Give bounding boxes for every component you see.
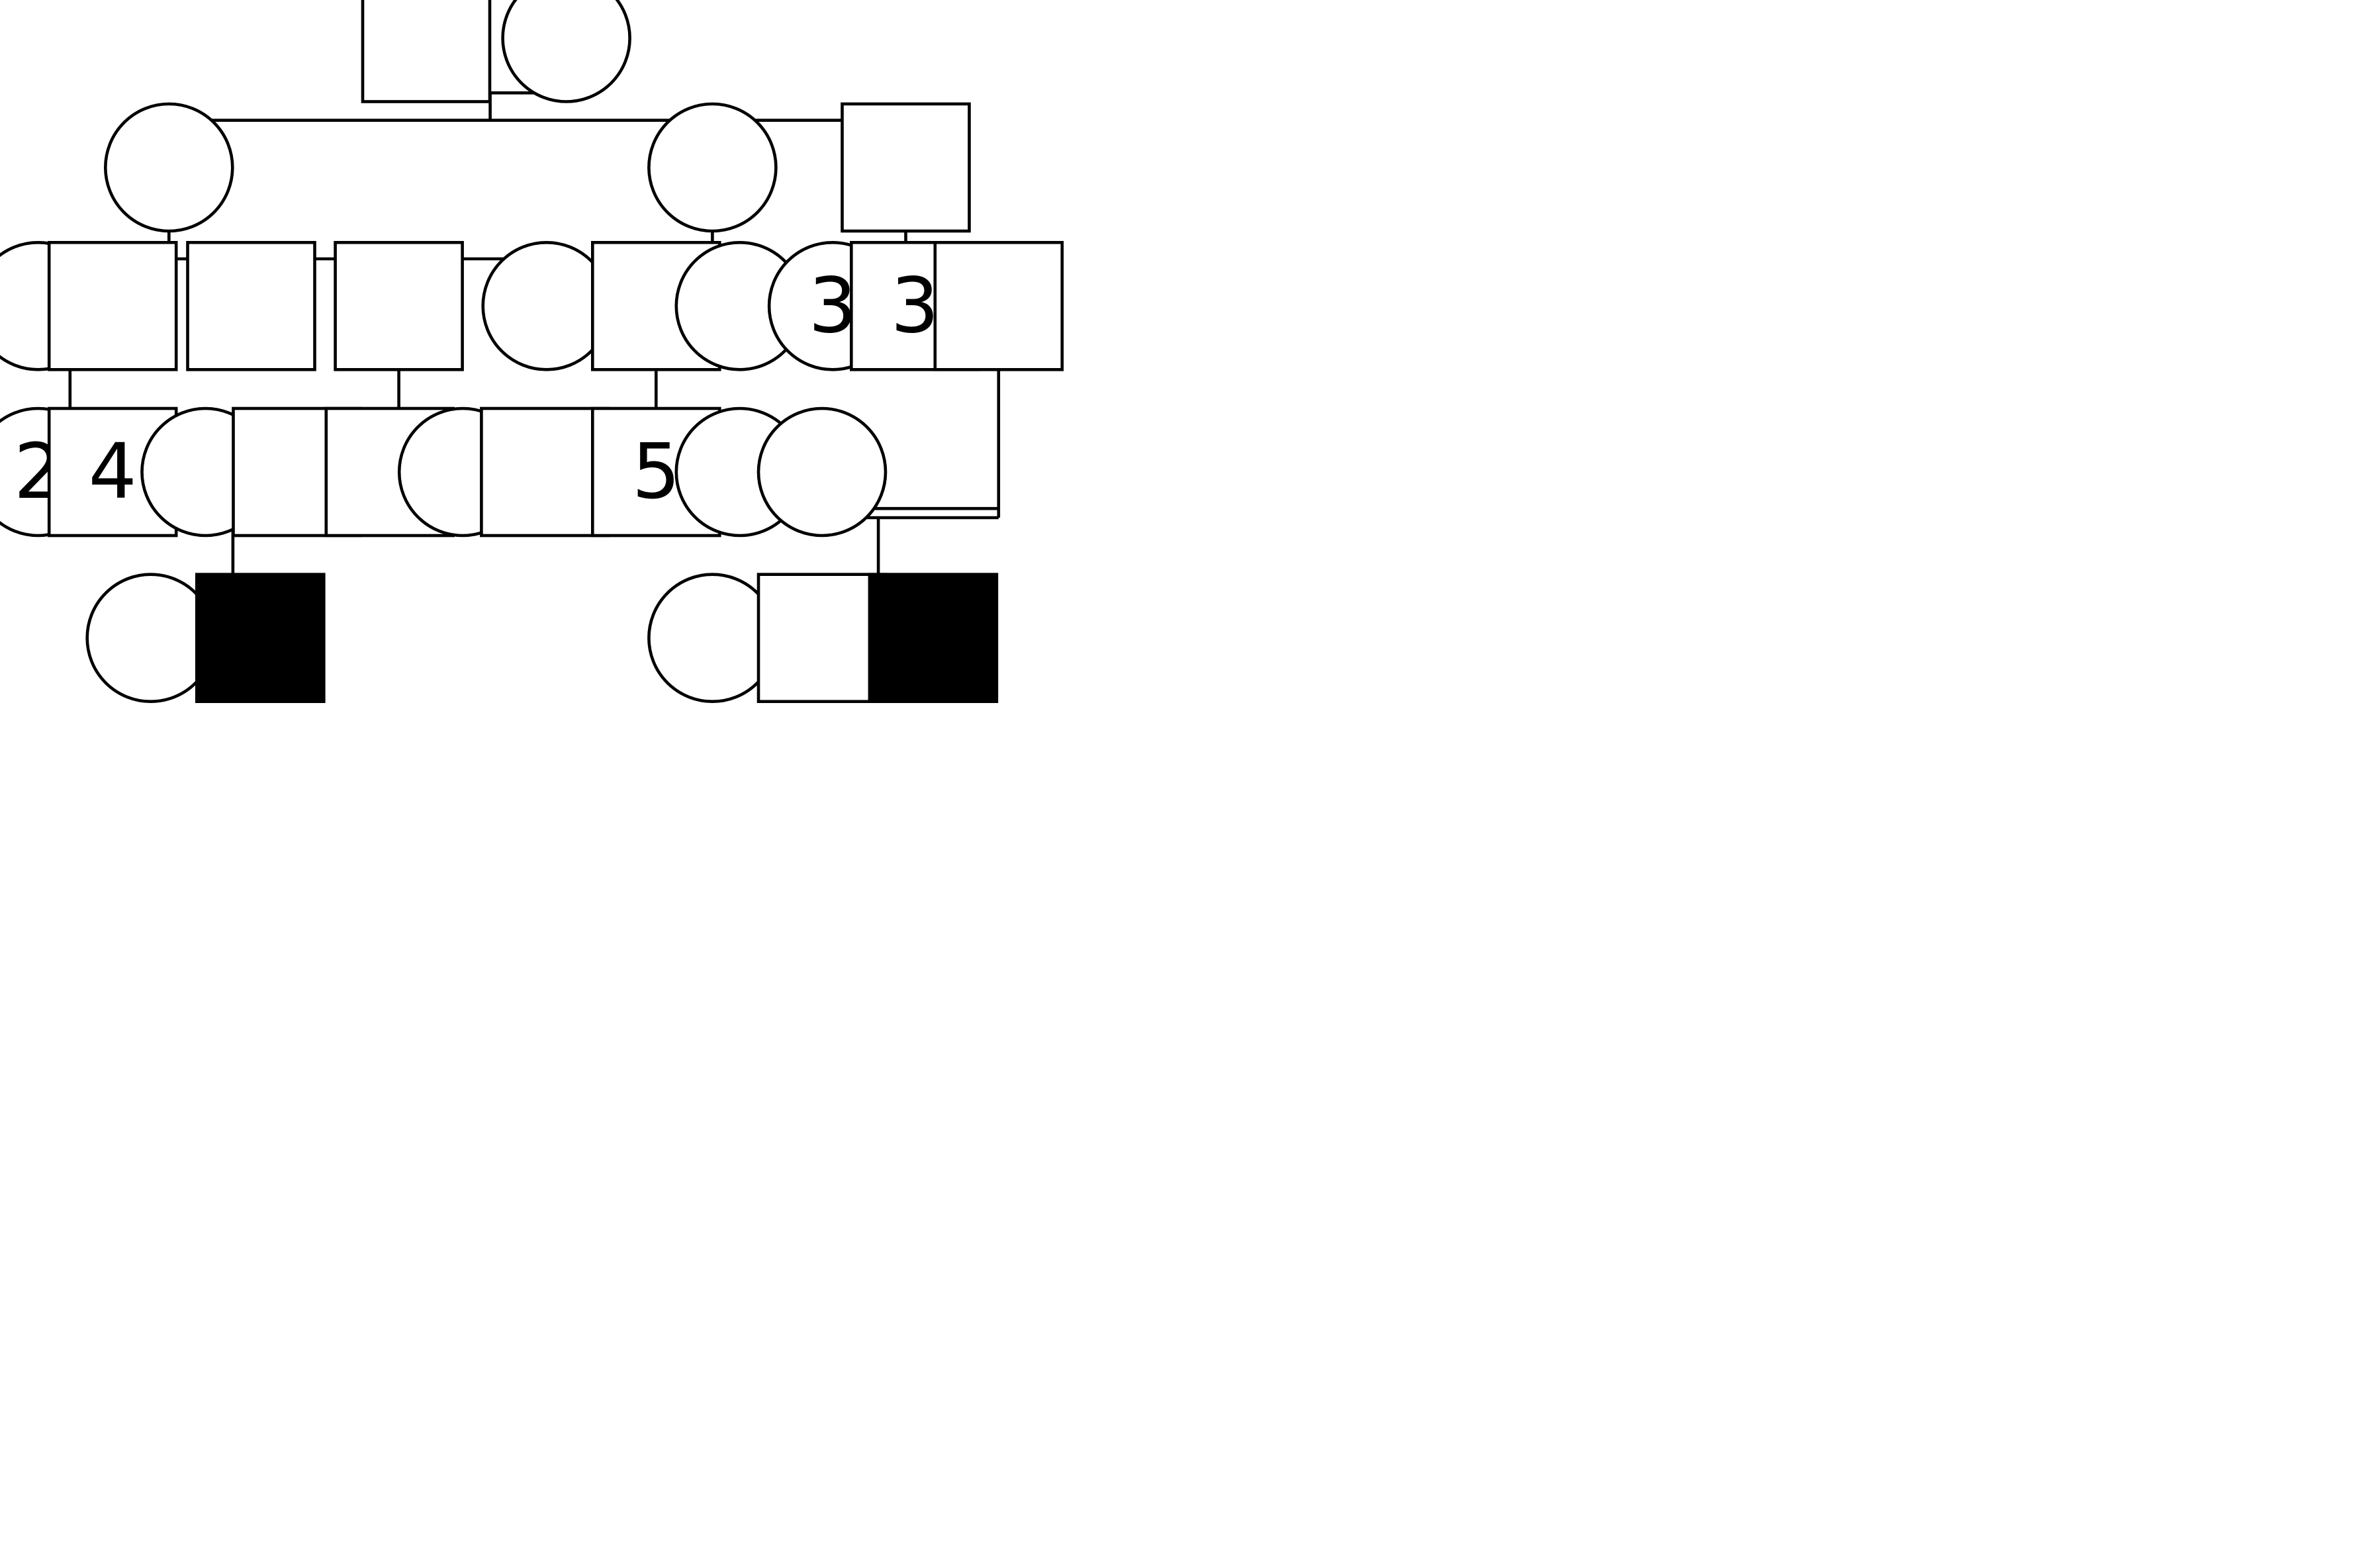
female-circle <box>104 102 234 233</box>
male-square <box>47 240 178 371</box>
male-square <box>186 240 316 371</box>
female-circle <box>481 240 612 371</box>
individual-g5-daughter-2 <box>647 573 778 704</box>
individual-g3-son-1 <box>47 240 178 371</box>
female-circle <box>647 102 778 233</box>
male-square <box>841 102 971 233</box>
count-label: 3 <box>809 261 857 350</box>
count-label: 5 <box>632 428 680 516</box>
individual-g1-father <box>361 0 492 103</box>
individual-g2-daughter-1 <box>104 102 234 233</box>
individual-g5-son-3 <box>868 573 999 704</box>
male-square <box>756 573 888 704</box>
female-circle <box>756 406 888 538</box>
male-square <box>480 406 610 538</box>
male-square <box>334 240 464 371</box>
individual-g5-son-2 <box>756 573 888 704</box>
individual-g3-son-3 <box>334 240 464 371</box>
individual-g3-son-5 <box>933 240 1064 371</box>
affected-male-square <box>868 573 999 704</box>
individual-g2-daughter-2 <box>647 102 778 233</box>
count-label: 4 <box>89 428 137 516</box>
male-square <box>933 240 1064 371</box>
individual-g4-son-3 <box>480 406 610 538</box>
affected-male-square <box>195 573 326 704</box>
male-square <box>361 0 492 103</box>
individual-g3-son-2 <box>186 240 316 371</box>
count-label: 3 <box>891 261 939 350</box>
individual-g1-mother <box>501 0 631 103</box>
individual-g4-daughter-4 <box>756 406 888 538</box>
female-circle <box>501 0 631 103</box>
individual-g3-daughter-1 <box>481 240 612 371</box>
individual-g2-son <box>841 102 971 233</box>
individual-g5-daughter-1 <box>85 573 216 704</box>
female-circle <box>85 573 216 704</box>
female-circle <box>647 573 778 704</box>
individual-g5-son-1 <box>195 573 326 704</box>
